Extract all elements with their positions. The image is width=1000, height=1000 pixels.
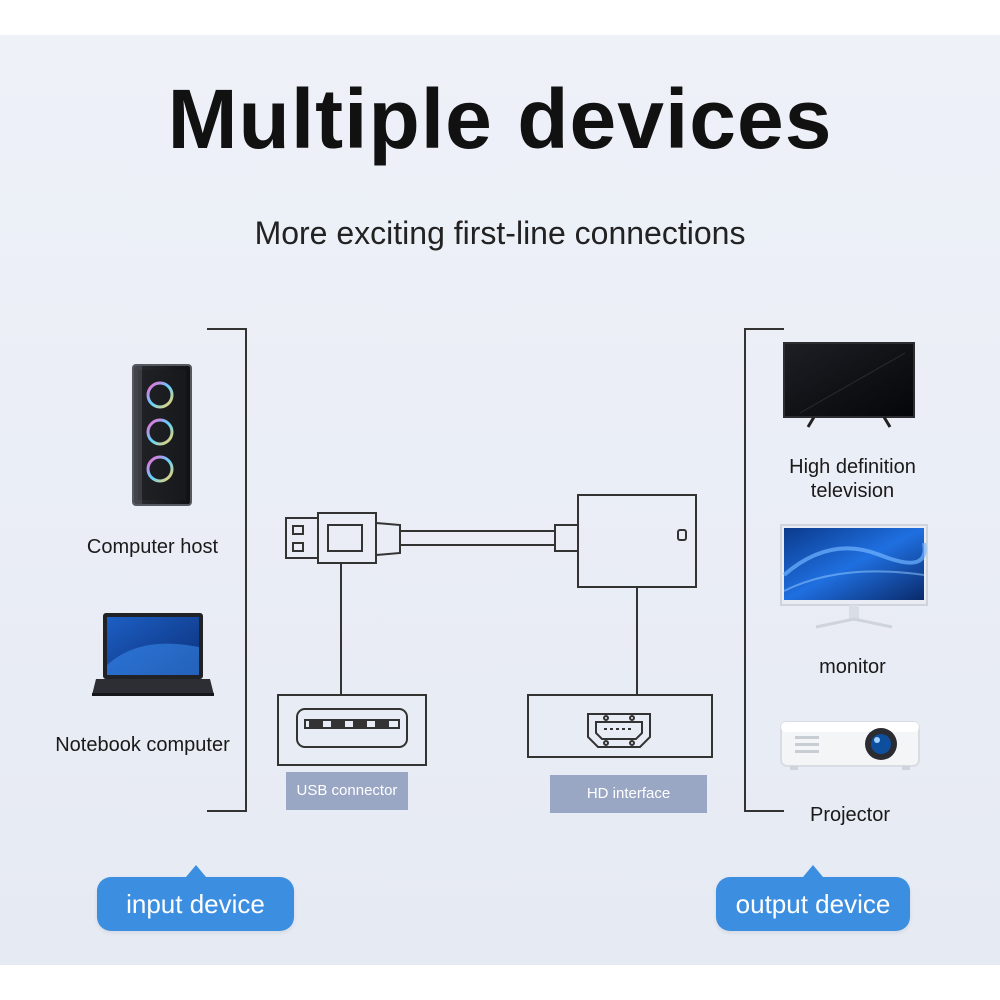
computer-host-icon [132,364,192,506]
label-notebook-computer: Notebook computer [55,734,230,756]
output-device-badge: output device [716,865,910,931]
label-monitor: monitor [819,656,886,678]
tv-icon [783,342,915,428]
output-bracket [744,328,784,812]
usb-port-icon [277,694,427,766]
input-bracket [207,328,247,812]
usb-connector-tag: USB connector [286,772,408,810]
projector-icon [780,721,920,770]
hd-adapter-icon [577,494,697,588]
monitor-icon [780,524,928,629]
hdmi-port-icon [527,694,713,758]
page-title: Multiple devices [167,72,833,166]
label-projector: Projector [809,804,891,826]
input-device-badge: input device [97,865,294,931]
hd-interface-tag: HD interface [550,775,707,813]
diagram-graphics [92,342,928,770]
label-computer-host: Computer host [86,536,219,558]
diagram-canvas: Multiple devices More exciting first-lin… [0,35,1000,965]
usb-plug-icon [285,512,579,564]
label-hd-television: High definition television [789,456,916,502]
laptop-icon [92,613,214,696]
page-subtitle: More exciting first-line connections [254,215,746,251]
